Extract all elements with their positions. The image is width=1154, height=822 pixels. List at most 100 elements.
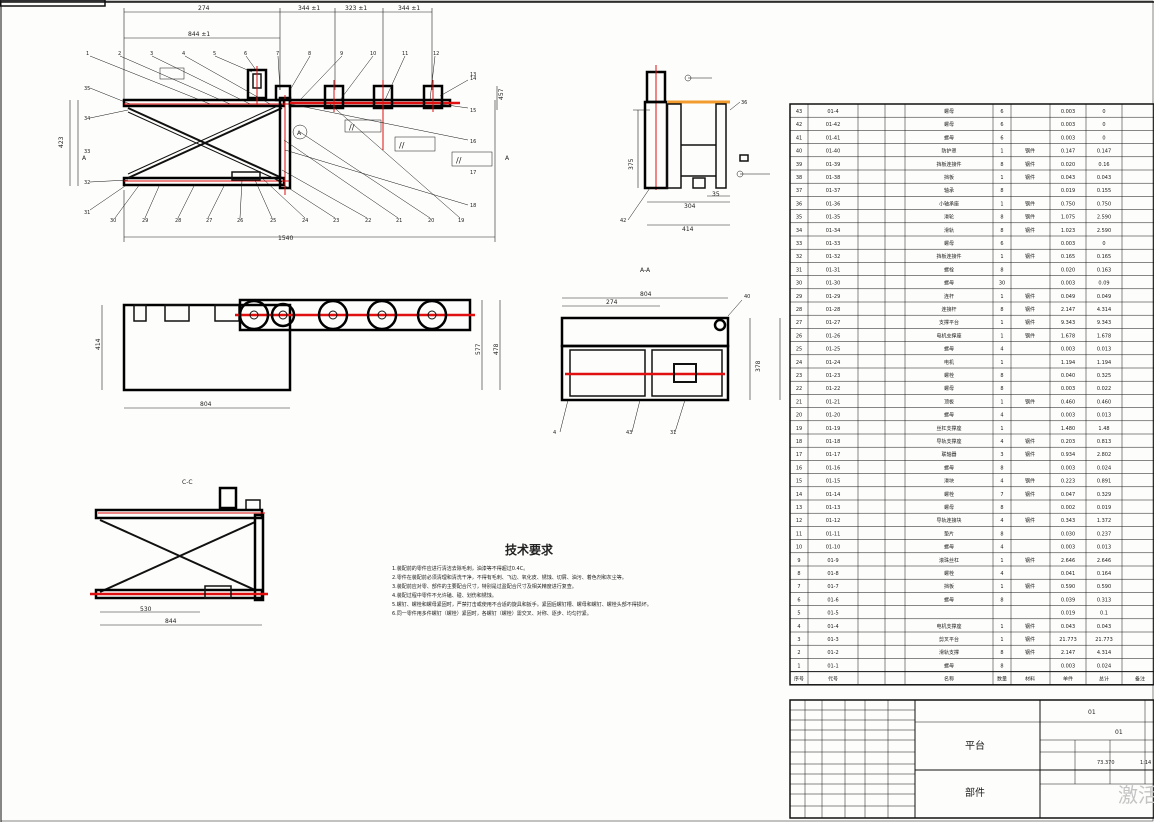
bom-cell: 小轴承座 — [939, 200, 959, 207]
bom-cell: 0.750 — [1097, 201, 1111, 207]
bom-cell: 螺栓 — [944, 570, 954, 577]
svg-text:31: 31 — [84, 210, 90, 216]
svg-text:4: 4 — [182, 51, 185, 57]
dim-414: 414 — [682, 226, 694, 233]
svg-text:24: 24 — [302, 218, 308, 224]
bom-cell: 01-9 — [827, 558, 838, 564]
bom-cell: 0.013 — [1097, 347, 1111, 353]
svg-text:1: 1 — [86, 51, 89, 57]
bom-cell: 01-6 — [827, 597, 838, 603]
side-view: 304 414 35 375 36 42 — [620, 65, 770, 233]
bom-cell: 01-28 — [826, 307, 841, 313]
bom-cell: 螺母 — [944, 346, 954, 353]
bom-cell: 1 — [1000, 584, 1003, 590]
svg-text:9: 9 — [340, 51, 343, 57]
bom-cell: 0.003 — [1061, 122, 1075, 128]
svg-text:6: 6 — [244, 51, 247, 57]
svg-text:14: 14 — [470, 76, 476, 82]
bom-header: 材料 — [1025, 676, 1035, 683]
bom-cell: 7 — [797, 584, 800, 590]
bom-cell: 01-17 — [826, 452, 841, 458]
bom-cell: 挡板连接件 — [936, 253, 961, 260]
bom-cell: 25 — [796, 347, 802, 353]
bom-cell: 0.163 — [1097, 267, 1111, 273]
bom-cell: 31 — [796, 267, 802, 273]
bom-cell: 滑轨 — [944, 227, 954, 234]
mass: 73.370 — [1097, 760, 1115, 766]
bom-header: 总计 — [1099, 676, 1109, 683]
svg-text:15: 15 — [470, 108, 476, 114]
bom-cell: 01-14 — [826, 492, 841, 498]
bom-cell: 18 — [796, 439, 802, 445]
bom-cell: 顶板 — [944, 398, 954, 405]
bom-cell: 钢件 — [1025, 174, 1035, 181]
bom-cell: 8 — [1000, 188, 1003, 194]
bom-cell: 42 — [796, 122, 802, 128]
bom-cell: 1 — [1000, 399, 1003, 405]
bom-cell: 6 — [1000, 241, 1003, 247]
bom-cell: 挡板 — [944, 583, 954, 590]
bom-cell: 14 — [796, 492, 802, 498]
bom-cell: 4.314 — [1097, 650, 1111, 656]
bom-cell: 钢件 — [1025, 214, 1035, 221]
bom-cell: 3 — [797, 637, 800, 643]
bom-cell: 16 — [796, 465, 802, 471]
bom-cell: 01-20 — [826, 413, 841, 419]
dim-478: 478 — [493, 343, 500, 355]
bom-cell: 01-21 — [826, 399, 841, 405]
bom-cell: 4 — [797, 624, 800, 630]
bom-cell: 0.313 — [1097, 597, 1111, 603]
bom-cell: 0.460 — [1097, 399, 1111, 405]
bom-cell: 9 — [797, 558, 800, 564]
bom-cell: 螺母 — [944, 280, 954, 287]
bom-cell: 螺母 — [944, 504, 954, 511]
bom-cell: 螺母 — [944, 464, 954, 471]
bom-cell: 38 — [796, 175, 802, 181]
dim-344: 344 ±1 — [298, 5, 320, 12]
bom-cell: 19 — [796, 426, 802, 432]
bom-cell: 导轨连接块 — [936, 517, 961, 524]
bom-cell: 8 — [1000, 531, 1003, 537]
bom-cell: 0.750 — [1061, 201, 1075, 207]
svg-text://: // — [456, 156, 462, 165]
bom-cell: 27 — [796, 320, 802, 326]
bom-cell: 4 — [1000, 347, 1003, 353]
bom-cell: 01-38 — [826, 175, 841, 181]
bom-cell: 0.329 — [1097, 492, 1111, 498]
bom-cell: 43 — [796, 109, 802, 115]
svg-text:7: 7 — [276, 51, 279, 57]
callout-numbers: 1 2 3 4 5 6 7 8 9 10 11 12 13 14 15 16 1… — [84, 51, 476, 224]
bom-cell: 0.049 — [1061, 294, 1075, 300]
bom-header: 备注 — [1135, 676, 1145, 683]
bom-cell: 01-27 — [826, 320, 841, 326]
svg-text:13: 13 — [470, 72, 476, 78]
bom-cell: 01-18 — [826, 439, 841, 445]
svg-text:35: 35 — [84, 86, 90, 92]
bom-cell: 螺栓 — [944, 266, 954, 273]
bom-cell: 钢件 — [1025, 583, 1035, 590]
bom-cell: 2.646 — [1097, 558, 1111, 564]
bom-cell: 0.164 — [1097, 571, 1111, 577]
bom-cell: 8 — [1000, 228, 1003, 234]
bom-cell: 0.155 — [1097, 188, 1111, 194]
svg-text:20: 20 — [428, 218, 434, 224]
bom-cell: 0.049 — [1097, 294, 1111, 300]
bom-cell: 1.480 — [1061, 426, 1075, 432]
bom-cell: 29 — [796, 294, 802, 300]
bom-cell: 挡板连接件 — [936, 161, 961, 168]
bom-cell: 1 — [1000, 320, 1003, 326]
svg-text:11: 11 — [402, 51, 408, 57]
dim-577: 577 — [475, 343, 482, 355]
bom-cell: 钢件 — [1025, 319, 1035, 326]
bom-cell: 39 — [796, 162, 802, 168]
svg-text:5: 5 — [213, 51, 216, 57]
bom-cell: 0.16 — [1098, 162, 1109, 168]
bom-cell: 0.891 — [1097, 479, 1111, 485]
svg-text:36: 36 — [741, 100, 747, 106]
bom-cell: 电机支撑座 — [936, 623, 961, 630]
bom-cell: 8 — [1000, 215, 1003, 221]
bom-header: 代号 — [828, 676, 838, 683]
bom-cell: 01-24 — [826, 360, 841, 366]
